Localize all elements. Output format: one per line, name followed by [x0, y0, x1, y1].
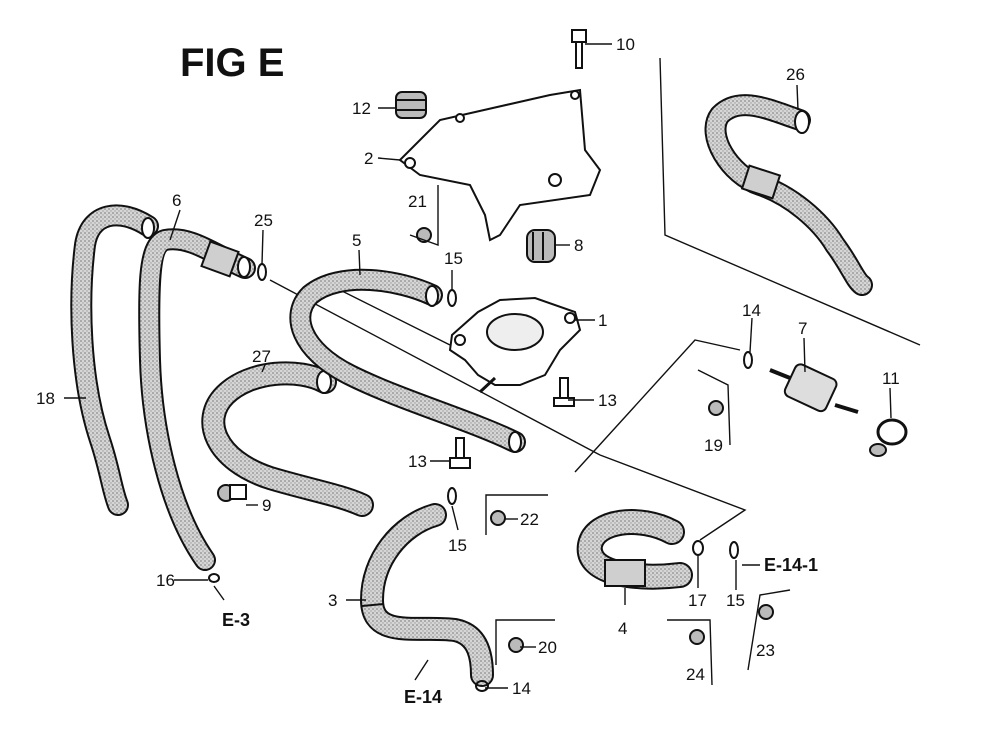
- callout-14-b: 14: [512, 679, 531, 698]
- clamp-15-c: [729, 541, 739, 559]
- clamp-25: [257, 263, 267, 281]
- clamp-16: [208, 573, 220, 583]
- callout-6: 6: [172, 191, 181, 210]
- callout-23: 23: [756, 641, 775, 660]
- callout-27: 27: [252, 347, 271, 366]
- clip-9: [217, 484, 247, 502]
- callout-4: 4: [618, 619, 627, 638]
- callout-26: 26: [786, 65, 805, 84]
- figure-title: FIG E: [180, 41, 284, 85]
- hose-26: [704, 94, 873, 296]
- callout-15-b: 15: [448, 536, 467, 555]
- callout-13-a: 13: [598, 391, 617, 410]
- grommet-12: [395, 91, 427, 119]
- bracket-2: [398, 88, 602, 242]
- hose-6: [138, 228, 256, 571]
- callout-5: 5: [352, 231, 361, 250]
- leader-lines: [64, 43, 892, 689]
- clamp-15-a: [447, 289, 457, 307]
- callout-15-c: 15: [726, 591, 745, 610]
- screw-13-a: [553, 377, 575, 407]
- clip-22: [490, 510, 506, 526]
- callout-2: 2: [364, 149, 373, 168]
- clamp-14-a: [743, 351, 753, 369]
- callout-8: 8: [574, 236, 583, 255]
- callout-19: 19: [704, 436, 723, 455]
- clip-23: [758, 604, 774, 620]
- callout-15-a: 15: [444, 249, 463, 268]
- hose-18: [70, 204, 159, 516]
- bolt-10: [571, 29, 587, 69]
- callout-25: 25: [254, 211, 273, 230]
- clamp-14-b: [475, 680, 489, 692]
- callout-24: 24: [686, 665, 705, 684]
- callout-labels: 10 12 2 21 8 6 25 5 15 1 27 18 13 13 9 1…: [36, 35, 900, 698]
- clip-20: [508, 637, 524, 653]
- callout-21: 21: [408, 192, 427, 211]
- grommet-8: [526, 229, 556, 263]
- hose-5: [289, 268, 526, 453]
- clamp-15-b: [447, 487, 457, 505]
- ref-e-3: E-3: [222, 610, 250, 630]
- hose-3: [360, 503, 494, 687]
- clip-24: [689, 629, 705, 645]
- callout-11: 11: [882, 369, 900, 388]
- fuel-filter-7: [769, 363, 859, 414]
- callout-13-b: 13: [408, 452, 427, 471]
- callout-22: 22: [520, 510, 539, 529]
- callout-20: 20: [538, 638, 557, 657]
- frame-lines: [269, 57, 921, 541]
- callout-10: 10: [616, 35, 635, 54]
- ref-e-14-1: E-14-1: [764, 555, 818, 575]
- reference-labels: E-3 E-14 E-14-1: [222, 555, 818, 707]
- clip-19: [708, 400, 724, 416]
- screw-13-b: [449, 437, 471, 469]
- callout-7: 7: [798, 319, 807, 338]
- fuel-pump-1: [448, 296, 582, 394]
- callout-18: 18: [36, 389, 55, 408]
- callout-1: 1: [598, 311, 607, 330]
- hose-27: [201, 361, 374, 517]
- clamp-17: [692, 540, 704, 556]
- callout-17: 17: [688, 591, 707, 610]
- callout-14-a: 14: [742, 301, 761, 320]
- callout-16: 16: [156, 571, 175, 590]
- hose-4: [576, 509, 693, 590]
- callout-brackets: [409, 185, 791, 686]
- callout-12: 12: [352, 99, 371, 118]
- ref-e-14: E-14: [404, 687, 442, 707]
- callout-3: 3: [328, 591, 337, 610]
- clamp-11: [869, 418, 908, 457]
- callout-9: 9: [262, 496, 271, 515]
